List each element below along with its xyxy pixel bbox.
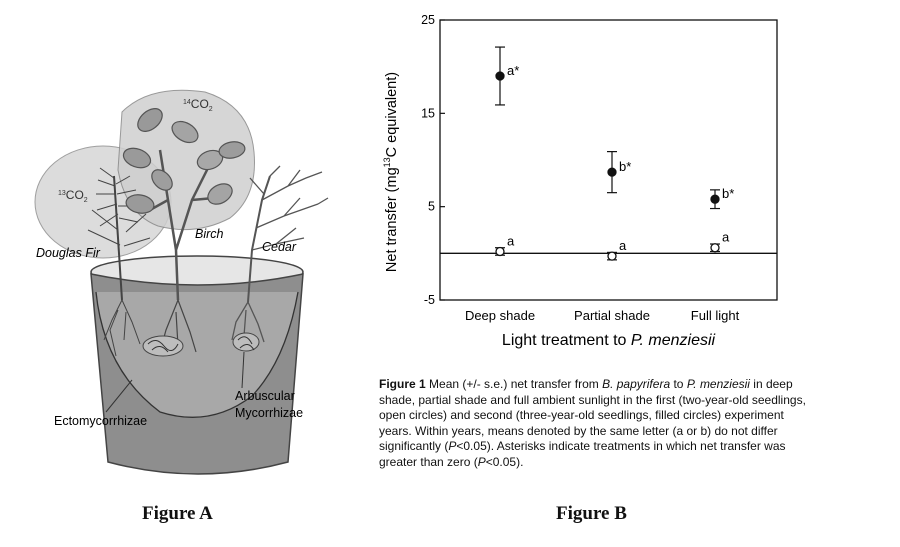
figure-a-label: Figure A (142, 503, 213, 524)
significance-label: a (722, 230, 730, 245)
y-tick-label: 5 (428, 200, 435, 214)
mycorrhizae-label: Mycorrhizae (235, 406, 303, 420)
data-point-filled (710, 194, 720, 204)
am-leader-line (241, 351, 245, 389)
x-axis-label: Light treatment to P. menziesii (502, 332, 716, 349)
arbuscular-label: Arbuscular (235, 389, 295, 403)
arbuscular-cluster (232, 332, 260, 352)
significance-label: b* (619, 159, 631, 174)
data-point-open (495, 246, 505, 257)
data-point-filled (495, 71, 505, 81)
caption-pvalue-1: P (448, 439, 457, 453)
data-point-open (710, 243, 720, 253)
y-tick-label: 15 (421, 106, 435, 120)
ecto-leader-line (105, 379, 133, 413)
root-zone (95, 291, 299, 418)
cedar-plant (231, 165, 329, 343)
caption-text-2: to (670, 377, 687, 391)
significance-label: a (507, 233, 515, 248)
figure-caption: Figure 1 Mean (+/- s.e.) net transfer fr… (379, 377, 819, 470)
x-tick-label: Partial shade (574, 308, 650, 323)
data-point-filled (607, 167, 617, 177)
birch-plant (122, 108, 246, 353)
caption-text-5: <0.05). (485, 454, 524, 469)
co2-13-label: 13CO2 (58, 188, 88, 204)
significance-label: b* (722, 186, 734, 201)
cedar-label: Cedar (262, 240, 297, 254)
x-tick-label: Full light (691, 308, 740, 323)
ecto-hyphae (147, 340, 179, 353)
caption-pvalue-2: P (477, 454, 486, 469)
y-axis-label: Net transfer (mg13C equivalent) (382, 72, 400, 272)
significance-label: a (619, 238, 627, 253)
y-tick-label: -5 (424, 293, 435, 307)
ectomycorrhizae-label: Ectomycorrhizae (54, 414, 147, 428)
significance-label: a* (507, 63, 519, 78)
caption-species-1: B. papyrifera (602, 377, 671, 391)
caption-species-2: P. menziesii (686, 377, 750, 391)
data-point-open (607, 251, 617, 261)
caption-text-3: in deep shade, partial shade and full am… (379, 377, 806, 453)
am-hyphae (237, 336, 255, 351)
caption-text-1: Mean (+/- s.e.) net transfer from (425, 377, 603, 391)
plot-frame (439, 19, 778, 301)
co2-14-label: 14CO2 (183, 97, 213, 113)
caption-text-4: <0.05). Asterisks indicate treatments in… (379, 439, 786, 469)
x-tick-label: Deep shade (465, 308, 535, 323)
douglas-fir-label: Douglas Fir (36, 246, 101, 260)
caption-title: Figure 1 (379, 377, 426, 391)
y-tick-label: 25 (421, 13, 435, 27)
birch-label: Birch (195, 227, 224, 241)
figure-b-label: Figure B (556, 503, 627, 524)
